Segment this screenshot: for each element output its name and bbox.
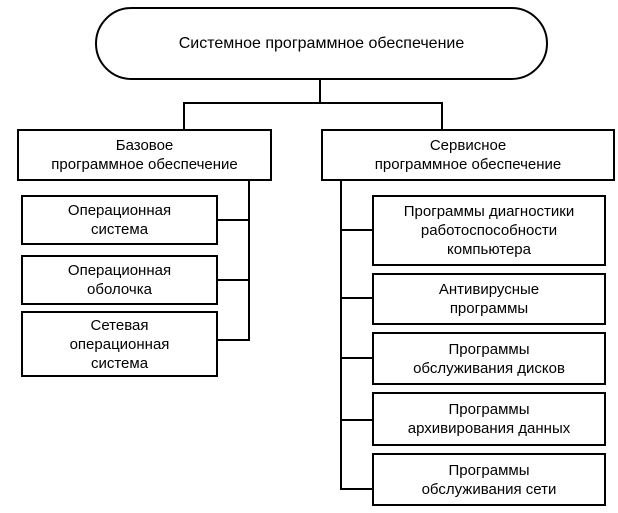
connector-base-child-2 <box>217 339 250 341</box>
node-label: Программы диагностики работоспособности … <box>403 203 575 258</box>
connector-base-child-1 <box>217 279 250 281</box>
node-archiving-programs: Программы архивирования данных <box>372 392 606 446</box>
node-operating-system: Операционная система <box>21 195 218 245</box>
root-node-label: Системное программное обеспечение <box>178 35 465 52</box>
connector-service-child-2 <box>340 357 373 359</box>
node-diagnostics-programs: Программы диагностики работоспособности … <box>372 195 606 266</box>
connector-service-child-1 <box>340 297 373 299</box>
node-antivirus-programs: Антивирусные программы <box>372 273 606 325</box>
node-os-shell: Операционная оболочка <box>21 255 218 305</box>
node-label: Операционная система <box>67 202 172 238</box>
node-disk-maintenance-programs: Программы обслуживания дисков <box>372 332 606 385</box>
connector-service-spine <box>340 181 342 490</box>
branch-node-label: Сервисное программное обеспечение <box>374 137 562 173</box>
branch-node-label: Базовое программное обеспечение <box>51 137 238 173</box>
node-label: Программы обслуживания дисков <box>413 340 565 377</box>
connector-branch-bar <box>183 102 443 104</box>
node-label: Операционная оболочка <box>67 262 172 298</box>
connector-service-child-0 <box>340 229 373 231</box>
branch-node-base-software: Базовое программное обеспечение <box>17 129 272 181</box>
connector-base-child-0 <box>217 219 250 221</box>
connector-to-service <box>441 102 443 130</box>
node-label: Программы архивирования данных <box>407 401 571 437</box>
connector-root-down <box>319 80 321 104</box>
connector-service-child-3 <box>340 419 373 421</box>
node-network-maintenance-programs: Программы обслуживания сети <box>372 453 606 506</box>
connector-to-base <box>183 102 185 130</box>
branch-node-service-software: Сервисное программное обеспечение <box>321 129 615 181</box>
root-node-system-software: Системное программное обеспечение <box>95 7 548 80</box>
node-network-os: Сетевая операционная система <box>21 311 218 377</box>
node-label: Сетевая операционная система <box>69 316 170 372</box>
connector-service-child-4 <box>340 488 373 490</box>
node-label: Антивирусные программы <box>438 281 540 317</box>
connector-base-spine <box>248 181 250 341</box>
node-label: Программы обслуживания сети <box>421 461 557 498</box>
